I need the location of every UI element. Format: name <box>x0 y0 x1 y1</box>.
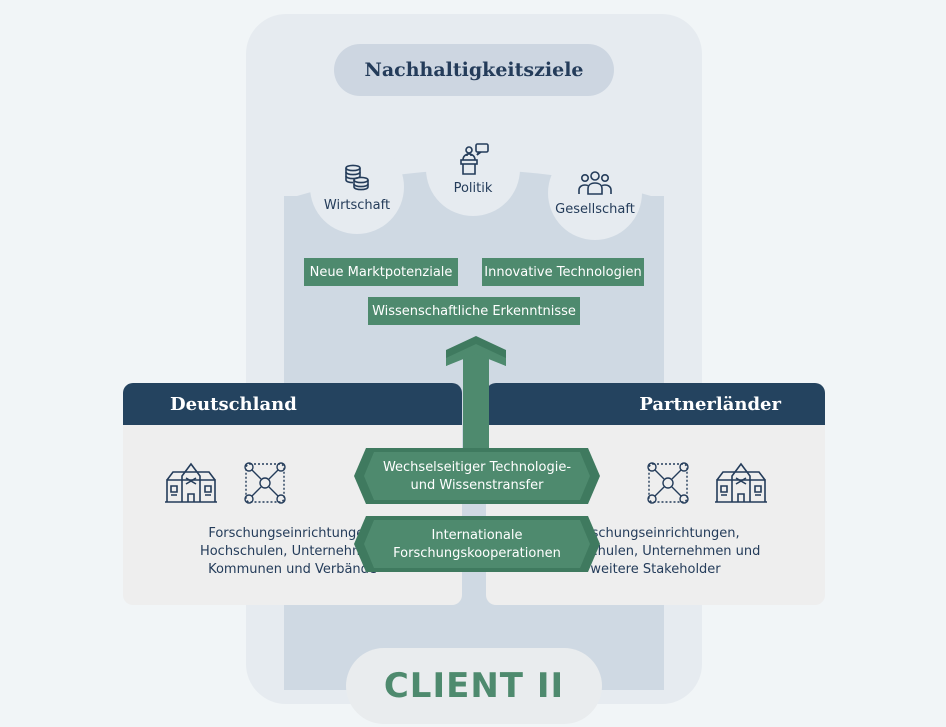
coins-icon <box>345 164 369 190</box>
card-text-line: Hochschulen, Unternehmen, <box>199 544 386 559</box>
outcome-tag: Innovative Technologien <box>482 258 644 286</box>
pillar-politik: Politik <box>426 122 520 216</box>
banner-line: Wechselseitiger Technologie- <box>382 460 572 475</box>
card-text-line: Kommunen und Verbände <box>208 562 377 577</box>
card-text-line: Forschungseinrichtungen, <box>208 526 377 541</box>
banner-line: Internationale <box>431 528 523 543</box>
card-description: Forschungseinrichtungen, Hochschulen, Un… <box>486 525 825 579</box>
university-building-icon <box>715 462 767 503</box>
goal-title: Nachhaltigkeitsziele <box>334 44 614 96</box>
podium-speaker-icon <box>460 142 489 175</box>
cooperation-text: Internationale Forschungskooperationen <box>366 527 588 563</box>
pillar-label: Politik <box>453 180 493 196</box>
network-icon <box>244 462 286 504</box>
card-title: Partnerländer <box>486 383 825 425</box>
card-text-line: Forschungseinrichtungen, <box>571 526 740 541</box>
banner-line: und Wissenstransfer <box>410 478 544 493</box>
pillar-label: Gesellschaft <box>555 201 635 217</box>
banner-line: Forschungskooperationen <box>393 546 561 561</box>
people-group-icon <box>578 170 612 195</box>
pillar-label: Wirtschaft <box>323 197 391 213</box>
outcome-tag: Wissenschaftliche Erkenntnisse <box>368 297 580 325</box>
client-label: CLIENT II <box>346 648 602 724</box>
card-text-line: Hochschulen, Unternehmen und <box>550 544 761 559</box>
university-building-icon <box>165 462 217 503</box>
network-icon <box>647 462 689 504</box>
card-description: Forschungseinrichtungen, Hochschulen, Un… <box>123 525 462 579</box>
transfer-text: Wechselseitiger Technologie- und Wissens… <box>366 459 588 495</box>
card-text-line: weitere Stakeholder <box>590 562 721 577</box>
card-title: Deutschland <box>123 383 462 425</box>
pillar-wirtschaft: Wirtschaft <box>310 140 404 234</box>
outcome-tag: Neue Marktpotenziale <box>304 258 458 286</box>
pillar-gesellschaft: Gesellschaft <box>548 146 642 240</box>
up-arrow-shaft <box>463 350 489 450</box>
